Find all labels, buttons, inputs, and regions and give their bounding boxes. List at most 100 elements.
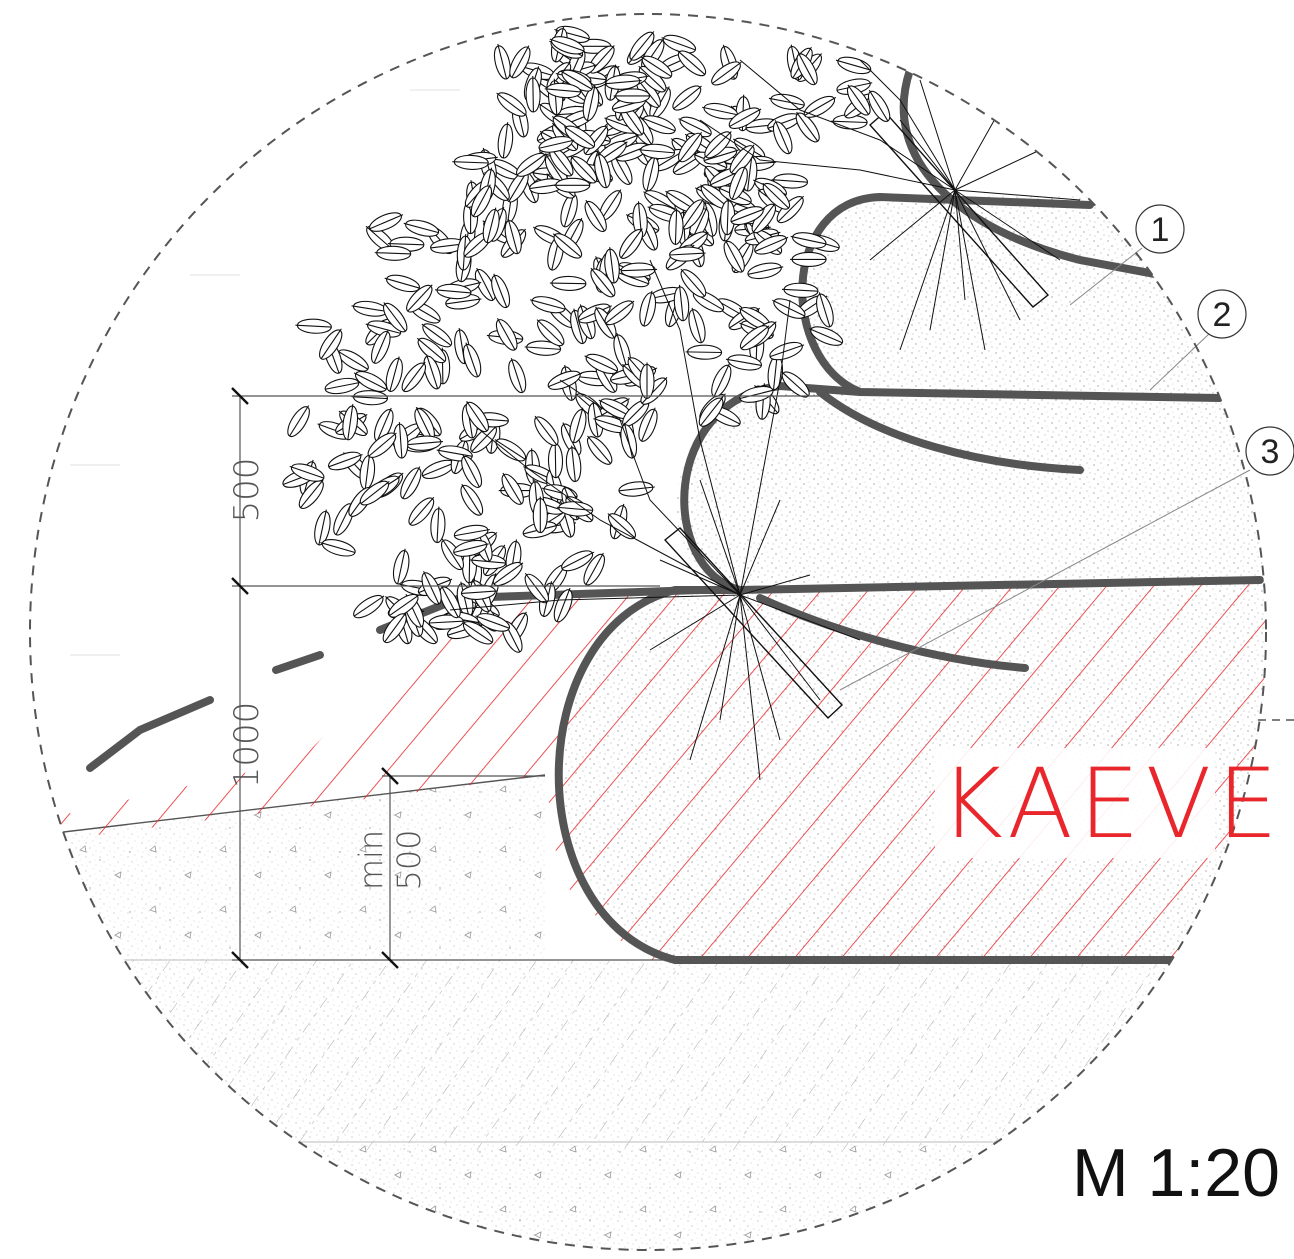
leaf	[492, 561, 524, 587]
leaf	[392, 548, 410, 585]
leaf	[661, 34, 697, 54]
leaf	[289, 463, 325, 482]
leaf	[320, 539, 356, 557]
leaf	[416, 337, 447, 364]
dim-total-height: 1000	[227, 702, 267, 789]
leaf	[772, 120, 793, 155]
leaf	[723, 239, 745, 273]
leaf	[677, 50, 707, 77]
leaf	[287, 405, 310, 438]
detail-boundary	[29, 13, 1267, 1251]
leaf	[532, 496, 548, 534]
leaf	[501, 472, 524, 505]
leaf	[704, 131, 732, 159]
leaf	[762, 182, 791, 210]
leaf	[584, 199, 607, 233]
leaf	[524, 572, 550, 604]
leaf	[698, 396, 724, 427]
leaf	[475, 613, 511, 632]
leaf	[739, 385, 775, 403]
leaf	[769, 341, 805, 361]
leaf	[491, 273, 511, 309]
svg-text:1: 1	[1151, 211, 1170, 249]
leaf	[421, 323, 453, 348]
leaf	[367, 432, 397, 458]
leaf	[730, 206, 766, 226]
excavation-label: KAEVE	[940, 748, 1284, 860]
leaf	[673, 284, 690, 322]
dim-top-height: 500	[227, 458, 267, 523]
leaf	[620, 262, 658, 278]
leaf	[295, 318, 332, 334]
leaf	[508, 358, 527, 394]
leaf	[370, 329, 391, 364]
callout-leaders	[839, 247, 1251, 691]
leaf	[754, 234, 789, 255]
leaf	[816, 292, 834, 328]
leaf	[680, 268, 707, 298]
leaf	[382, 612, 407, 644]
leaf	[790, 232, 827, 249]
leaf	[369, 212, 404, 232]
leaf	[401, 361, 427, 393]
leaf	[509, 45, 531, 79]
leaf	[435, 283, 472, 300]
leaf	[544, 82, 582, 99]
leaf	[430, 506, 446, 544]
leaf	[618, 481, 655, 497]
leaf	[406, 284, 433, 313]
leaf	[452, 154, 489, 170]
leaf	[524, 340, 562, 356]
leaf	[619, 228, 644, 259]
leaf	[685, 344, 723, 360]
leaf	[835, 56, 872, 75]
leaf	[867, 89, 891, 122]
leaf	[553, 177, 591, 193]
vegetation-foliage	[282, 25, 891, 653]
leaf	[547, 370, 583, 390]
leaf	[482, 207, 500, 244]
leaf	[382, 302, 408, 333]
leaf	[605, 74, 642, 90]
leaf	[553, 587, 573, 623]
leaf	[453, 539, 489, 557]
leaf	[725, 354, 763, 371]
leaf	[408, 496, 435, 526]
leaf	[453, 524, 490, 541]
leaf	[711, 61, 742, 86]
leaf	[496, 92, 527, 117]
dim-min-value: 500	[390, 829, 428, 890]
leaf	[462, 342, 482, 378]
leaf	[795, 111, 820, 143]
leaf	[747, 262, 784, 280]
leaf	[781, 282, 819, 298]
leaf	[353, 594, 385, 619]
dim-min-label: min	[352, 830, 390, 890]
leaf	[768, 93, 805, 111]
leaf	[582, 85, 600, 122]
leaf	[538, 136, 575, 153]
svg-text:2: 2	[1213, 296, 1232, 334]
leaf	[668, 208, 684, 245]
lift-3-fill	[563, 580, 1266, 960]
leaf	[565, 445, 582, 483]
leaf	[494, 438, 527, 462]
leaf	[525, 75, 541, 113]
leaf	[771, 173, 809, 189]
dimension-lines	[231, 387, 820, 969]
leaf	[641, 115, 676, 135]
leaf	[728, 165, 748, 201]
leaf	[639, 362, 655, 399]
leaf	[403, 219, 440, 237]
callout-3: 3	[1245, 426, 1294, 476]
leaf	[604, 247, 620, 284]
leaf	[563, 125, 596, 149]
leaf	[423, 354, 442, 390]
leaf	[470, 184, 493, 218]
leaf	[319, 328, 343, 360]
leaf	[639, 290, 657, 327]
leaf	[613, 88, 651, 104]
leaf	[570, 155, 598, 184]
leaf	[803, 95, 837, 118]
leaf	[495, 318, 518, 351]
